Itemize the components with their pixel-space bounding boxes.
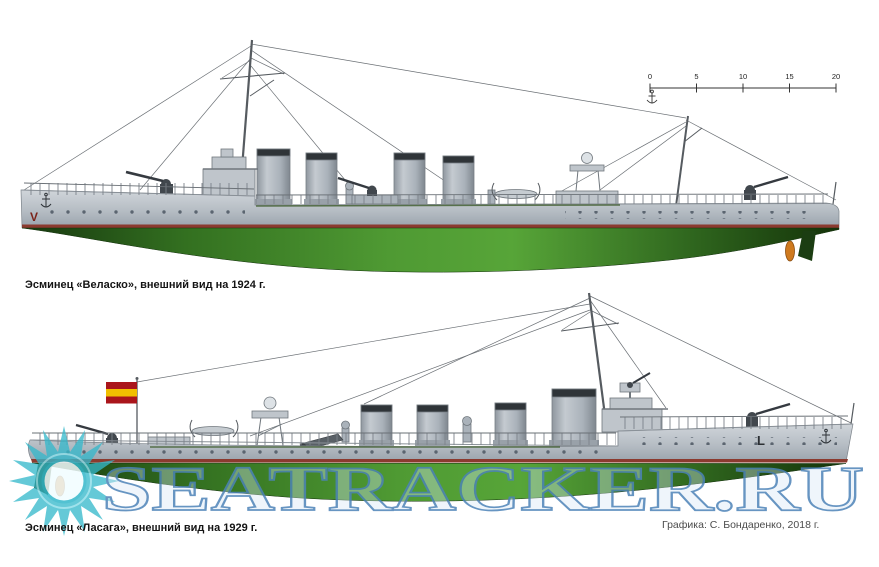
watermark-text: SEATRACKER.RU	[102, 453, 864, 524]
ship1-portholes-bow	[40, 209, 245, 217]
ship2-underwater-hull	[31, 462, 847, 502]
ship2-portholes-bow	[632, 437, 837, 445]
scale-tick-10: 10	[739, 72, 747, 81]
ship1-portholes-stern	[565, 211, 810, 219]
ship2-portholes-main	[60, 449, 605, 457]
scale-tick-0: 0	[648, 72, 652, 81]
ship1-rudder	[798, 231, 816, 261]
ship2-hull-letter: L	[757, 433, 765, 448]
scale-tick-15: 15	[785, 72, 793, 81]
credit-line: Графика: С. Бондаренко, 2018 г.	[662, 519, 820, 531]
scale-tick-5: 5	[694, 72, 698, 81]
ship1-underwater-hull	[21, 227, 840, 273]
ship1-waterline-stripe	[22, 224, 839, 228]
ship-lasaga-illustration: L	[27, 292, 855, 502]
ship1-anchor-icon	[40, 192, 52, 208]
ship1-masts	[219, 39, 837, 207]
scale-anchor-icon	[646, 89, 658, 104]
ship1-rigging	[23, 43, 837, 201]
ship2-flag-spain	[106, 377, 139, 404]
ship1-propeller	[785, 240, 795, 262]
ship2-railings	[32, 415, 849, 445]
watermark: SEATRACKER.RU	[9, 426, 865, 536]
ship2-rigging	[136, 295, 852, 437]
ship1-hull-letter: V	[30, 210, 38, 224]
ship2-waterline-stripe	[31, 459, 848, 463]
ship1-deck-strip	[255, 204, 621, 207]
caption-lasaga: Эсминец «Ласага», внешний вид на 1929 г.	[25, 522, 258, 534]
scale-bar: 0 5 10 15 20	[646, 72, 840, 104]
scale-tick-20: 20	[832, 72, 840, 81]
ship2-anchor-icon	[820, 428, 832, 444]
ship-velasco-illustration: V	[20, 39, 840, 273]
ship1-railings	[23, 182, 829, 204]
caption-velasco: Эсминец «Веласко», внешний вид на 1924 г…	[25, 279, 266, 291]
watermark-sun-logo	[9, 426, 119, 536]
